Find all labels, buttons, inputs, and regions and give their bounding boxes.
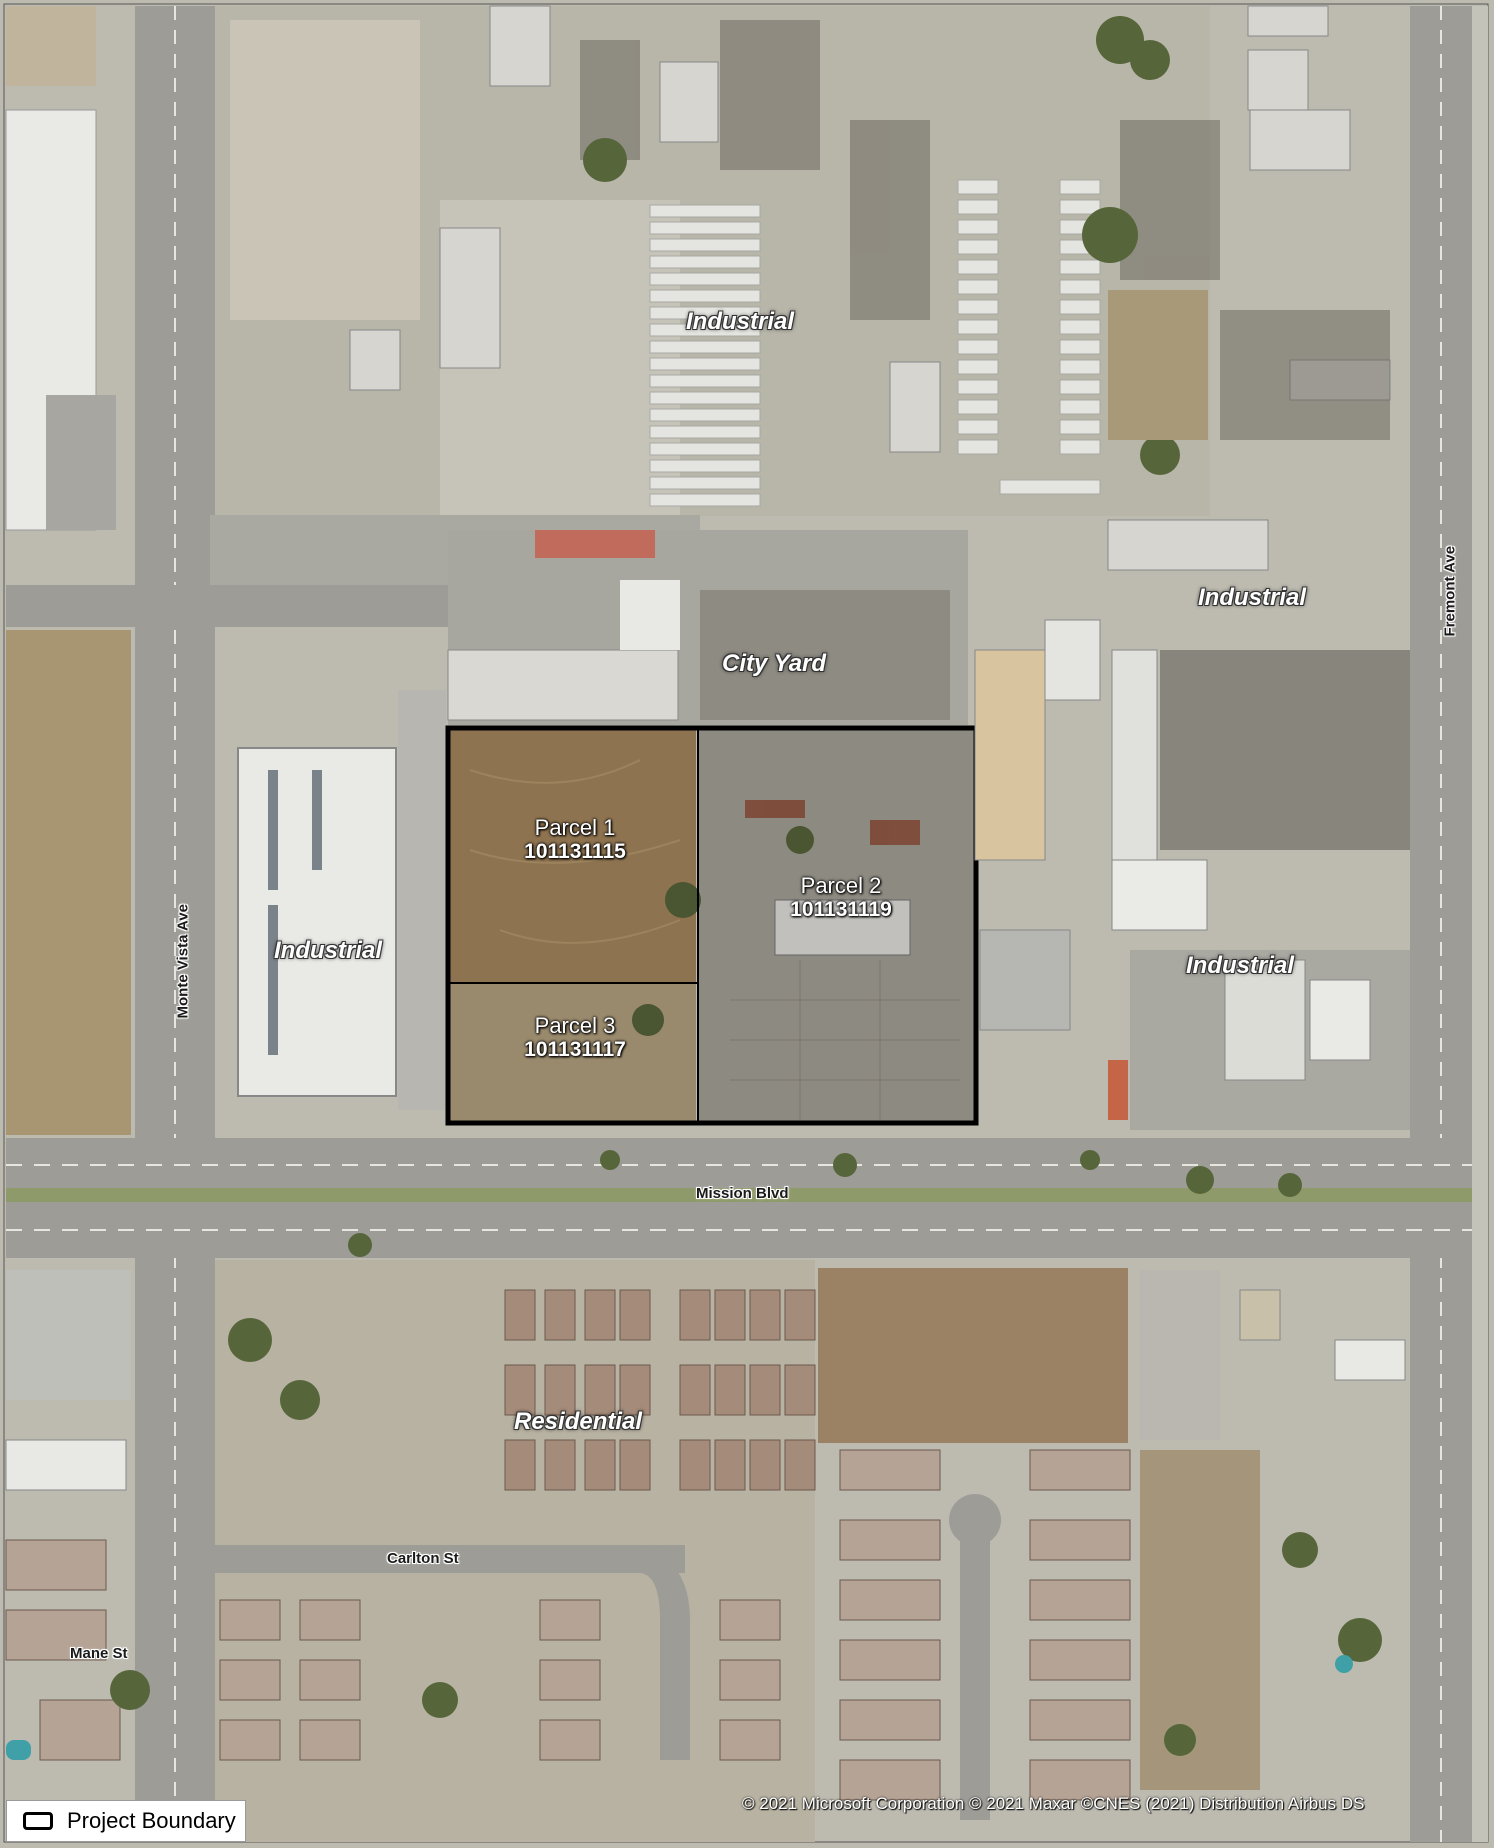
area-label-industrial-north: Industrial: [686, 308, 795, 335]
parcel-2-apn: 101131119: [790, 898, 892, 922]
area-label-industrial-west: Industrial: [274, 937, 383, 964]
street-label-mission-blvd: Mission Blvd: [696, 1185, 789, 1202]
parcel-2-name: Parcel 2: [800, 873, 882, 898]
parcel-3-apn: 101131117: [524, 1038, 626, 1062]
area-label-residential: Residential: [514, 1408, 643, 1435]
street-label-fremont-ave: Fremont Ave: [1441, 545, 1459, 637]
parcel-1-apn: 101131115: [524, 840, 626, 864]
project-boundary-legend-icon: [23, 1812, 53, 1830]
parcel-label-3: Parcel 3 101131117: [500, 1013, 650, 1062]
imagery-attribution: © 2021 Microsoft Corporation © 2021 Maxa…: [742, 1794, 1365, 1813]
street-label-mane-st: Mane St: [70, 1645, 128, 1662]
street-label-carlton-st: Carlton St: [387, 1550, 459, 1567]
area-label-industrial-southeast: Industrial: [1186, 952, 1295, 979]
parcel-1-name: Parcel 1: [534, 815, 616, 840]
parcel-3-name: Parcel 3: [534, 1013, 616, 1038]
area-label-industrial-east: Industrial: [1198, 584, 1307, 611]
area-label-city-yard: City Yard: [722, 650, 827, 677]
street-label-monte-vista-ave: Monte Vista Ave: [174, 904, 192, 1019]
map-legend: Project Boundary: [6, 1800, 246, 1842]
parcel-label-1: Parcel 1 101131115: [500, 815, 650, 864]
legend-label: Project Boundary: [67, 1808, 236, 1833]
parcel-label-2: Parcel 2 101131119: [766, 873, 916, 922]
